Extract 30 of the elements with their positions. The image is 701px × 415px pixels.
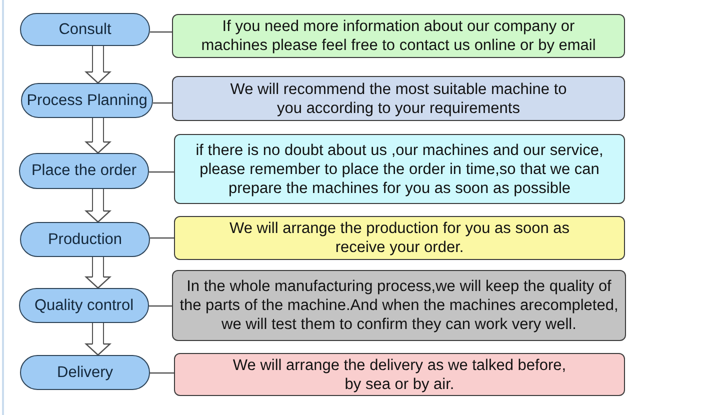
connector-line <box>150 237 174 239</box>
connector-line <box>153 102 172 104</box>
description-box <box>174 216 625 260</box>
step-label: Production <box>48 230 122 248</box>
step-pill <box>20 355 150 390</box>
connector-line <box>150 372 174 374</box>
description-text: We will arrange the delivery as we talked before, by sea or by air. <box>232 356 568 394</box>
step-pill <box>19 288 149 323</box>
step-pill <box>21 83 153 118</box>
step-pill <box>19 153 149 189</box>
step-label: Consult <box>58 20 112 38</box>
description-text: if there is no doubt about us ,our machines and our service, please remember to place the order in time,so that we can prepare the machines for you as soon as possible <box>194 140 604 198</box>
description-text: If you need more information about our company or machines please feel free to contact us online or by email <box>200 17 597 55</box>
step-pill <box>20 222 150 257</box>
description-text: We will recommend the most suitable machine to you according to your requirements <box>229 80 568 118</box>
connector-line <box>149 171 174 173</box>
description-box <box>172 270 626 341</box>
connector-line <box>149 305 172 307</box>
description-box <box>172 14 625 58</box>
description-box <box>174 134 625 204</box>
description-text: We will arrange the production for you as soon as receive your order. <box>228 219 571 257</box>
step-label: Process Planning <box>26 92 148 110</box>
description-box <box>174 353 625 396</box>
connector-line <box>150 31 172 33</box>
description-text: In the whole manufacturing process,we will keep the quality of the parts of the machine.And when the machines arecompleted, we will test them to confirm they can work very well. <box>178 277 620 334</box>
step-pill <box>20 13 150 46</box>
step-label: Delivery <box>57 364 113 382</box>
step-label: Place the order <box>31 162 137 180</box>
step-label: Quality control <box>34 296 134 314</box>
description-box <box>172 76 625 121</box>
